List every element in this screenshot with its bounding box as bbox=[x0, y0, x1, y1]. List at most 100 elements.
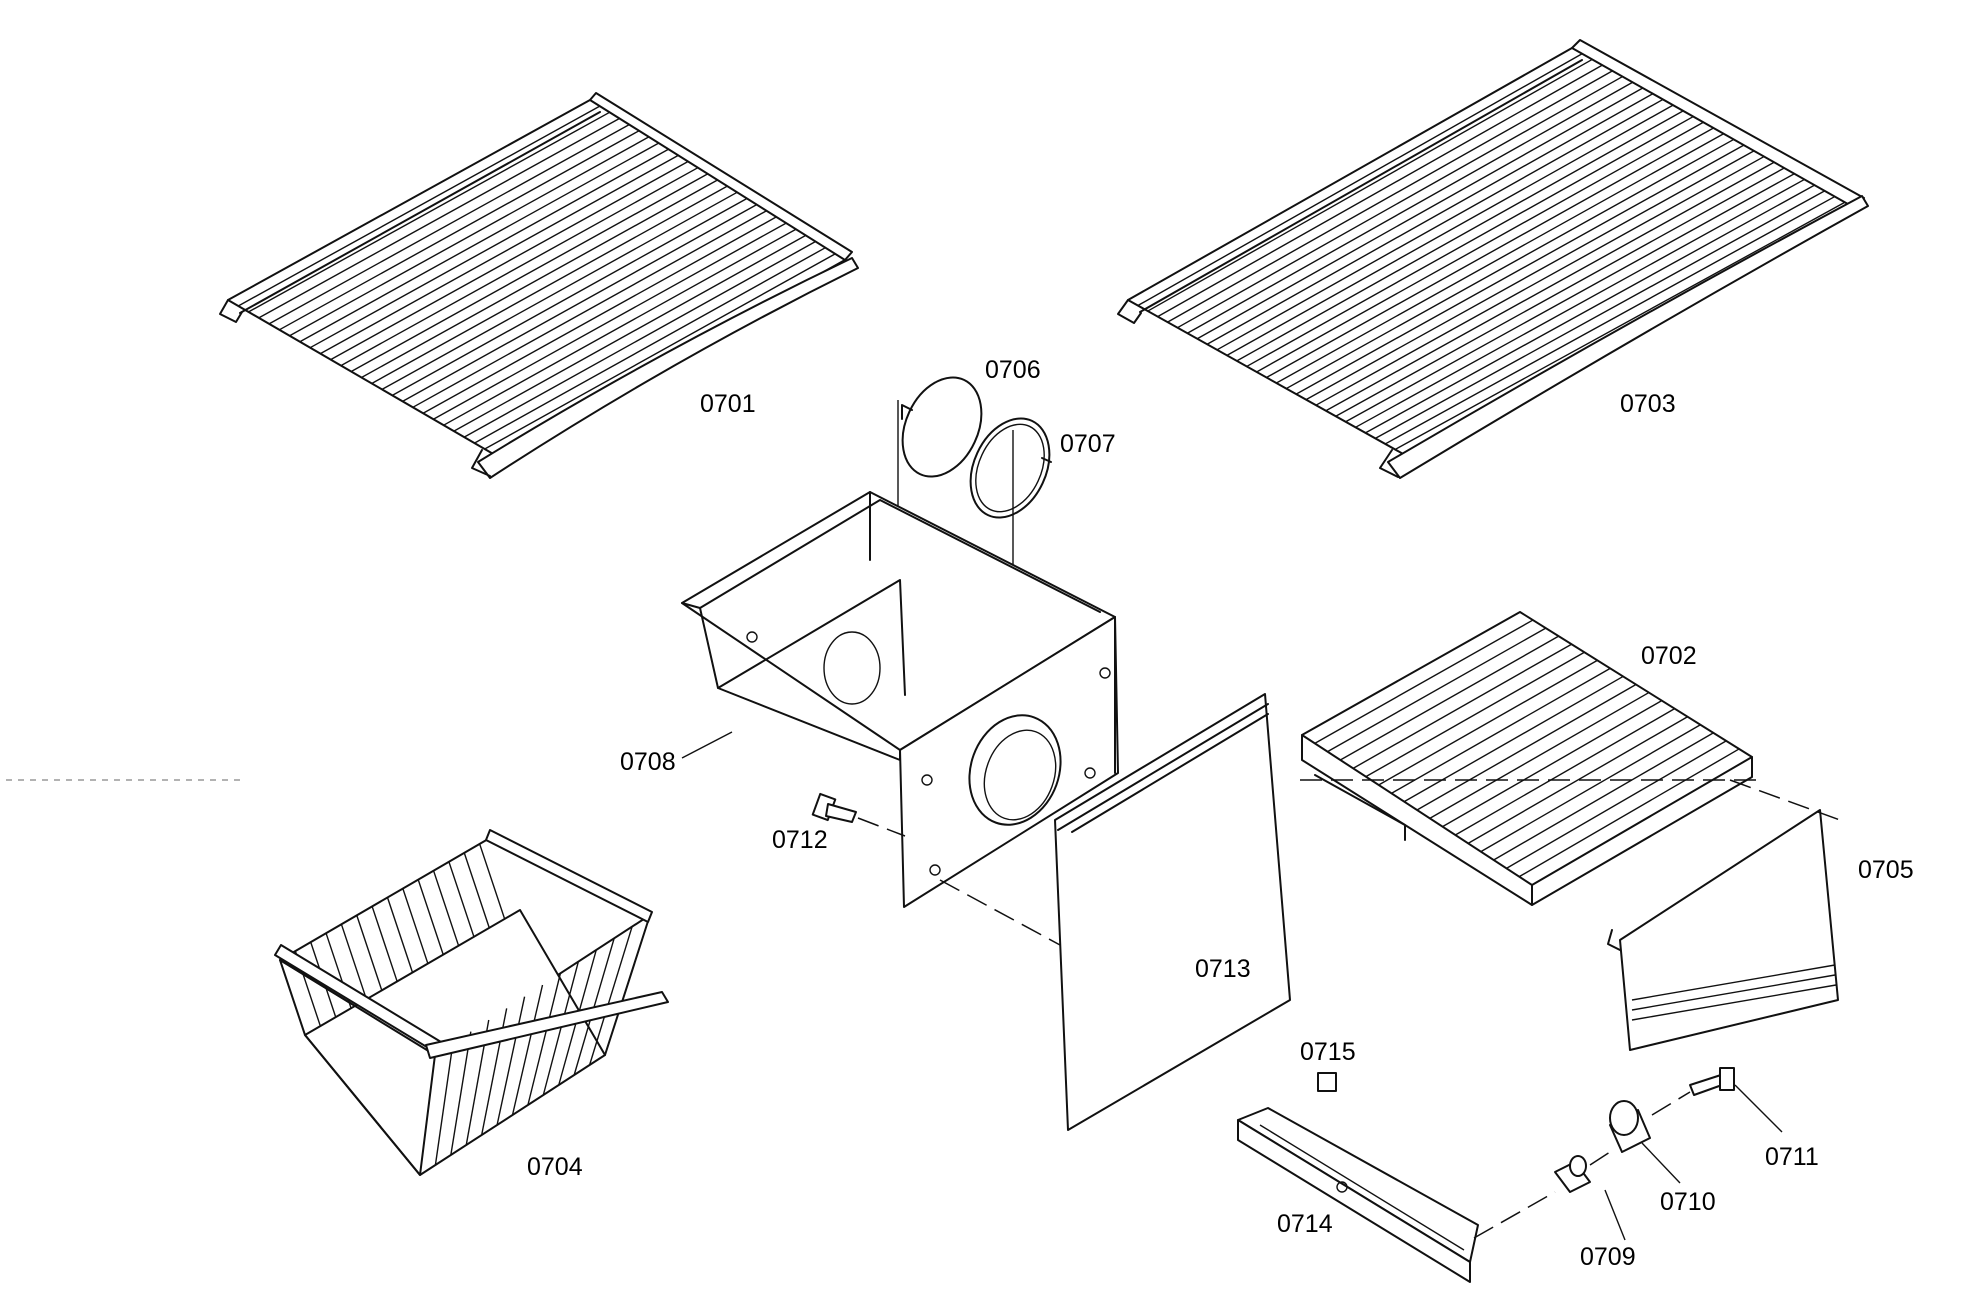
wire bbox=[1285, 138, 1735, 390]
wire bbox=[1256, 121, 1704, 373]
wire bbox=[1374, 190, 1826, 440]
wire bbox=[1345, 173, 1795, 423]
drawer-front-0705 bbox=[1607, 779, 1841, 1051]
wire bbox=[1206, 93, 1654, 345]
wire bbox=[434, 1043, 454, 1166]
wire bbox=[258, 117, 620, 319]
wire bbox=[330, 160, 689, 361]
wire bbox=[1454, 708, 1676, 836]
wire bbox=[1355, 178, 1805, 428]
wire bbox=[1315, 155, 1765, 406]
label-0704: 0704 bbox=[527, 1153, 583, 1181]
label-0713: 0713 bbox=[1195, 955, 1251, 983]
wire bbox=[453, 234, 807, 432]
wire bbox=[542, 961, 580, 1096]
label-0708: 0708 bbox=[620, 748, 676, 776]
wire bbox=[371, 185, 728, 385]
wire bbox=[402, 204, 758, 402]
wire bbox=[1394, 201, 1846, 451]
callout-leaders bbox=[681, 731, 1783, 1241]
wire bbox=[1506, 740, 1727, 869]
rail-bar-0714 bbox=[1237, 1107, 1556, 1283]
label-0715: 0715 bbox=[1300, 1038, 1356, 1066]
crisper-cover-0702 bbox=[1300, 611, 1760, 906]
wire bbox=[381, 191, 738, 391]
label-0706: 0706 bbox=[985, 356, 1041, 384]
wire bbox=[1187, 81, 1633, 334]
wire bbox=[1246, 115, 1694, 368]
wire bbox=[1480, 724, 1701, 853]
wire bbox=[320, 154, 679, 355]
wire bbox=[443, 228, 797, 426]
label-0714: 0714 bbox=[1277, 1210, 1333, 1238]
wire bbox=[511, 984, 544, 1116]
wire bbox=[422, 216, 777, 414]
wire bbox=[1352, 643, 1572, 769]
label-0701: 0701 bbox=[700, 390, 756, 418]
screw-0712 bbox=[811, 792, 906, 837]
fan-housing-0708 bbox=[681, 491, 1119, 908]
wire bbox=[527, 973, 562, 1106]
wire-shelf-0701 bbox=[219, 92, 859, 479]
label-0707: 0707 bbox=[1060, 430, 1116, 458]
wire bbox=[496, 996, 526, 1126]
wire bbox=[1365, 184, 1815, 434]
wire bbox=[1177, 75, 1623, 329]
wire bbox=[237, 105, 601, 307]
wire bbox=[279, 130, 640, 331]
wire bbox=[1403, 675, 1624, 803]
label-0703: 0703 bbox=[1620, 390, 1676, 418]
wire bbox=[1378, 659, 1598, 786]
wire bbox=[1226, 104, 1674, 356]
wire bbox=[1467, 716, 1688, 844]
clip-0715 bbox=[1317, 1072, 1337, 1092]
wire bbox=[299, 142, 659, 343]
wire bbox=[1236, 110, 1684, 362]
wire bbox=[1147, 58, 1593, 312]
wire bbox=[356, 915, 383, 991]
wire bbox=[484, 253, 836, 450]
wire bbox=[463, 852, 490, 929]
wire bbox=[1493, 732, 1714, 861]
wire bbox=[309, 148, 669, 349]
wire bbox=[448, 861, 475, 938]
wire bbox=[463, 240, 816, 438]
wire bbox=[1365, 651, 1585, 778]
wire bbox=[391, 197, 748, 396]
wire bbox=[340, 167, 699, 367]
wire-shelf-0703 bbox=[1117, 39, 1869, 479]
wire bbox=[474, 247, 826, 444]
wire bbox=[1276, 133, 1724, 384]
wire bbox=[412, 210, 767, 408]
label-0709: 0709 bbox=[1580, 1243, 1636, 1271]
wire bbox=[1196, 87, 1644, 340]
wire bbox=[371, 906, 398, 982]
wire bbox=[248, 111, 610, 313]
wire bbox=[1429, 691, 1650, 819]
wire bbox=[289, 136, 650, 337]
wire-basket-0704 bbox=[274, 829, 669, 1176]
wire bbox=[268, 124, 630, 325]
wire bbox=[478, 843, 506, 920]
wire bbox=[1339, 635, 1560, 761]
wire bbox=[433, 222, 787, 420]
wire bbox=[1416, 683, 1637, 811]
label-0702: 0702 bbox=[1641, 642, 1697, 670]
label-0711: 0711 bbox=[1765, 1143, 1819, 1171]
wire bbox=[1157, 64, 1603, 318]
wire bbox=[1167, 70, 1613, 323]
wire bbox=[402, 888, 429, 964]
wire bbox=[1216, 98, 1664, 351]
label-0712: 0712 bbox=[772, 826, 828, 854]
fan-cover-0706 bbox=[901, 376, 983, 478]
label-0710: 0710 bbox=[1660, 1188, 1716, 1216]
wire bbox=[1325, 161, 1775, 412]
wire bbox=[1518, 748, 1740, 878]
wire bbox=[588, 926, 633, 1066]
wire bbox=[1327, 627, 1547, 753]
wire bbox=[1137, 53, 1583, 307]
label-0705: 0705 bbox=[1858, 856, 1914, 884]
wire bbox=[450, 1031, 472, 1156]
wire bbox=[1384, 195, 1836, 445]
